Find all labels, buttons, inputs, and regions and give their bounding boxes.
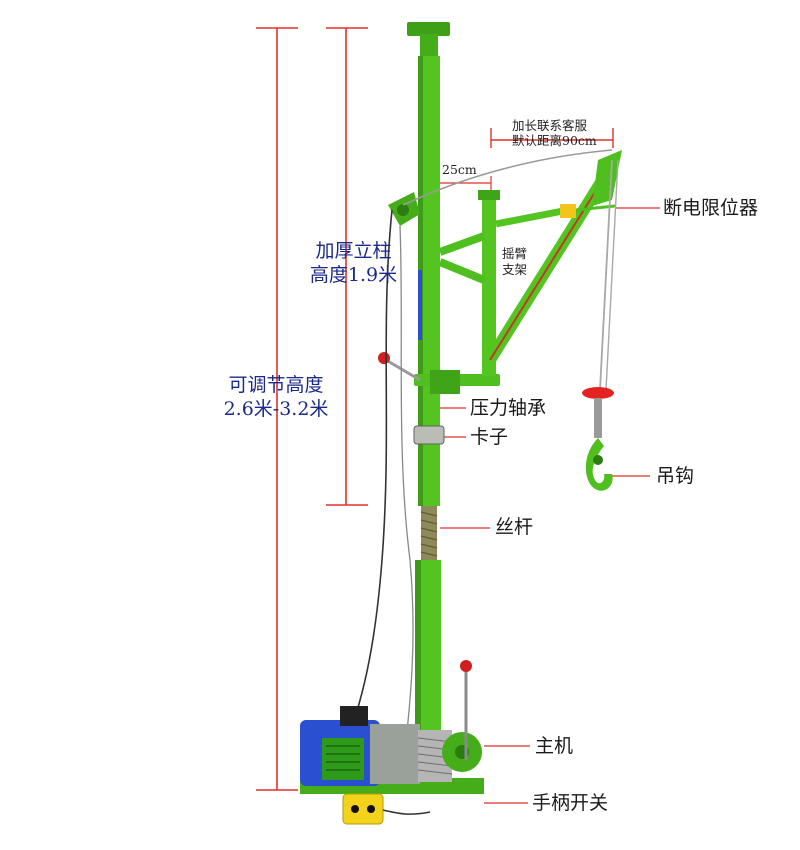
clamp xyxy=(413,425,445,445)
swing-arm-line1-label: 摇臂 xyxy=(502,246,528,261)
wire-rope-top xyxy=(402,149,613,206)
brake-lever-knob xyxy=(460,660,472,672)
dimension-column-height xyxy=(326,27,368,506)
handle-switch xyxy=(342,793,384,825)
gap-label: 25cm xyxy=(442,162,477,177)
clamp-label: 卡子 xyxy=(470,426,509,448)
limit-switch xyxy=(560,204,576,218)
extension-line2-label: 默认距离90cm xyxy=(512,133,597,148)
bearing-handle-knob xyxy=(378,352,390,364)
wire-rope xyxy=(599,159,613,391)
swing-arm-post xyxy=(482,196,496,376)
swing-arm-line2-label: 支架 xyxy=(502,262,528,277)
control-cable xyxy=(329,209,393,791)
hook-stopper xyxy=(582,387,614,399)
column-blue-sticker xyxy=(418,270,422,340)
hook-label: 吊钩 xyxy=(656,465,695,487)
lead-screw-label: 丝杆 xyxy=(495,516,534,538)
column-height-label: 高度1.9米 xyxy=(309,264,398,286)
dimension-total-height xyxy=(256,27,298,791)
handle-switch-label: 手柄开关 xyxy=(532,792,609,814)
jib-head xyxy=(592,150,622,206)
hook xyxy=(585,438,613,491)
motor-capacitor xyxy=(340,706,368,726)
column-top-cap xyxy=(407,22,450,36)
dimension-extension xyxy=(490,128,614,148)
motor-fan-cover xyxy=(322,738,364,780)
column-title-label: 加厚立柱 xyxy=(315,240,392,262)
callout-lines xyxy=(440,207,660,804)
extension-line1-label: 加长联系客服 xyxy=(512,118,588,133)
limit-switch-label: 断电限位器 xyxy=(663,197,759,219)
swing-arm-brace xyxy=(438,258,486,284)
main-unit-label: 主机 xyxy=(535,735,574,757)
adjustable-height-label: 可调节高度 xyxy=(228,374,324,396)
column-top-neck xyxy=(420,34,438,58)
winch-housing xyxy=(370,724,420,784)
adjustable-range-label: 2.6米-3.2米 xyxy=(223,398,329,420)
pressure-bearing-label: 压力轴承 xyxy=(470,397,547,419)
bearing-handle xyxy=(385,358,421,382)
